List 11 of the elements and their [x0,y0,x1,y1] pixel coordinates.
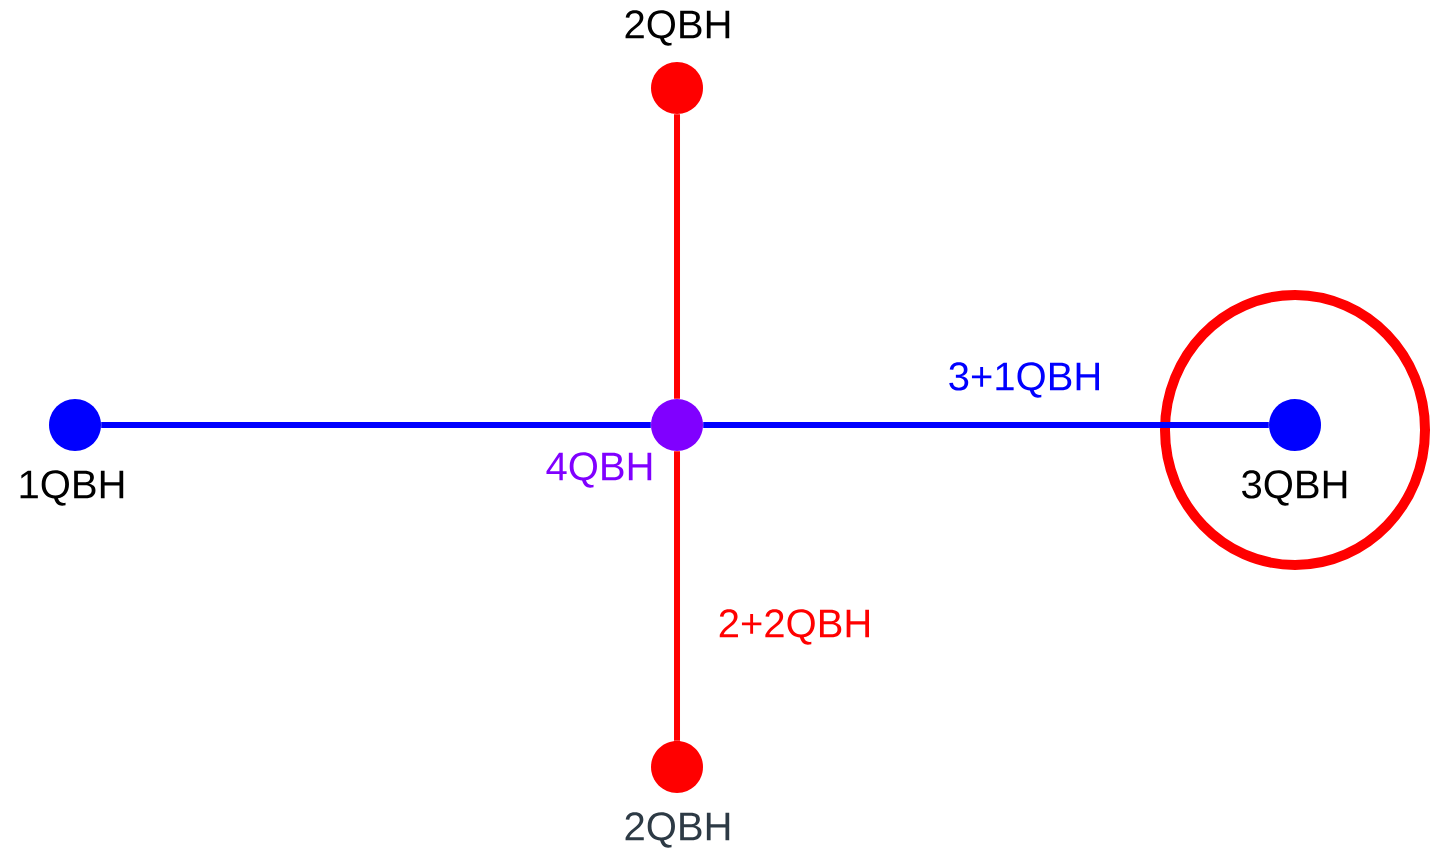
edge-label: 3+1QBH [945,360,1105,400]
dot-label: 2QBH [625,10,730,46]
dot-label: 2QBH [625,812,730,848]
connector-line [703,422,1269,428]
edge-label: 2+2QBH [715,607,875,647]
dot-label: 3QBH [1242,470,1347,506]
dot-label: 4QBH [546,452,652,488]
connector-line [674,451,680,741]
dot-label: 1QBH [20,470,124,506]
connector-line [674,114,680,399]
connector-line [101,422,651,428]
